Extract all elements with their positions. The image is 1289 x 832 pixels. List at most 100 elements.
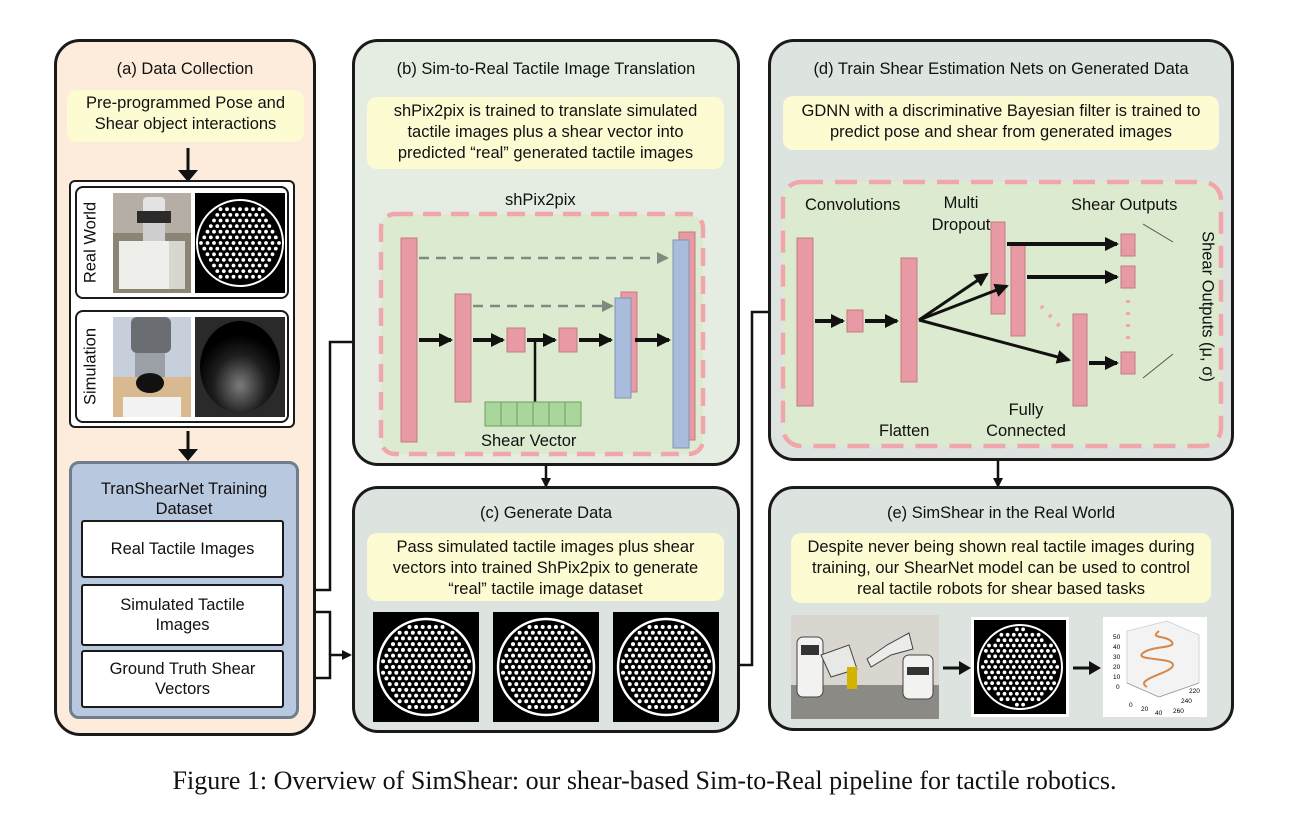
tactile-pin (511, 665, 515, 669)
tactile-pin (667, 705, 672, 709)
shpix2pix-network (378, 211, 706, 457)
tactile-pin (627, 670, 632, 675)
tactile-pin (580, 682, 585, 687)
tactile-pin (644, 699, 649, 704)
tactile-pin (433, 625, 438, 629)
tactile-pin (1015, 649, 1019, 653)
tactile-pin (407, 647, 412, 652)
tactile-pin (697, 687, 701, 692)
tactile-pin (397, 630, 402, 635)
tactile-pin (460, 682, 465, 687)
tactile-pin (1008, 649, 1013, 653)
tactile-pin (244, 241, 249, 245)
tactile-pin (527, 670, 532, 675)
tactile-pin (427, 693, 432, 698)
tactile-pin (517, 653, 522, 658)
tactile-pin (993, 686, 998, 691)
tactile-pin (990, 659, 994, 664)
tactile-pin (1015, 681, 1019, 685)
tactile-pin (1015, 627, 1019, 632)
tactile-pin (504, 676, 509, 681)
tactile-pin (570, 676, 575, 681)
output-2 (1120, 265, 1136, 289)
tactile-pin (557, 630, 562, 635)
tactile-pin (437, 687, 442, 692)
panel-c-title: (c) Generate Data (479, 504, 613, 522)
tactile-pin (1039, 649, 1044, 653)
tactile-pin (447, 636, 452, 641)
tactile-pin (1018, 697, 1022, 702)
tactile-pin (567, 682, 572, 687)
tactile-pin (1039, 670, 1044, 675)
tactile-pin (228, 224, 233, 228)
tactile-pin (381, 659, 386, 664)
sim-tactile-image (195, 317, 285, 417)
shear-outputs-label: Shear Outputs (1071, 196, 1178, 214)
tactile-pin (1030, 697, 1035, 702)
tactile-pin (410, 653, 415, 658)
tactile-pin (397, 687, 402, 692)
tactile-pin (228, 258, 233, 262)
tactile-pin (507, 682, 512, 687)
tactile-pin (664, 653, 668, 658)
tactile-pin (1039, 638, 1044, 643)
tactile-pin (530, 653, 535, 658)
tactile-pin (573, 693, 578, 698)
tactile-pin (244, 263, 249, 268)
tactile-pin (627, 682, 632, 687)
tactile-pin (1030, 686, 1035, 691)
tactile-pin (534, 636, 539, 641)
tactile-pin (557, 642, 562, 647)
tactile-pin (537, 687, 542, 692)
tactile-pin (673, 647, 678, 652)
tactile-pin (410, 665, 415, 669)
tactile-pin (677, 699, 682, 704)
tactile-pin (1005, 665, 1010, 669)
real-world-label: Real World (81, 201, 100, 284)
panel-a-note: Pre-programmed Pose and Shear object int… (67, 90, 304, 142)
tactile-pin (670, 687, 675, 692)
tactile-pin (1018, 654, 1022, 659)
tactile-pin (580, 659, 585, 664)
tactile-pin (567, 670, 572, 675)
tactile-pin (264, 252, 268, 257)
tactile-pin (205, 229, 210, 234)
tactile-pin (1024, 632, 1029, 637)
tactile-pin (234, 213, 239, 217)
dataset-item-simulated-images: Simulated Tactile Images (81, 584, 284, 646)
tactile-pin (1052, 649, 1056, 653)
real-tactile-image (195, 193, 285, 293)
tactile-pin (534, 693, 539, 698)
tactile-pin (407, 625, 412, 629)
tactile-pin (527, 659, 532, 664)
tactile-pin (1008, 691, 1013, 696)
tactile-pin (225, 274, 229, 279)
shpix2pix-label: shPix2pix (505, 191, 576, 209)
tactile-pin (563, 676, 568, 681)
panel-sim-to-real: (b) Sim-to-Real Tactile Image Translatio… (352, 39, 740, 466)
tactile-pin (270, 252, 275, 257)
tactile-pin (221, 224, 226, 228)
tactile-pin (238, 263, 242, 268)
tactile-pin (437, 630, 442, 635)
tactile-pin (433, 636, 438, 641)
tactile-pin (450, 642, 455, 647)
flatten-label: Flatten (879, 422, 930, 440)
tactile-pin (577, 687, 581, 692)
tactile-pin (627, 647, 632, 652)
dropout-layer-2 (1010, 243, 1026, 337)
tactile-pin (221, 213, 226, 217)
tactile-pin (218, 274, 223, 279)
tactile-pin (557, 665, 562, 669)
tactile-pin (238, 274, 242, 279)
tactile-pin (984, 659, 988, 664)
tactile-pin (273, 246, 278, 251)
tactile-pin (560, 659, 565, 664)
tactile-pin (1018, 643, 1022, 648)
tactile-pin (260, 246, 265, 251)
tactile-pin (1021, 670, 1025, 675)
tactile-pin (557, 699, 562, 704)
tactile-pin (1005, 697, 1010, 702)
tactile-pin (530, 665, 535, 669)
tactile-pin (987, 643, 991, 648)
